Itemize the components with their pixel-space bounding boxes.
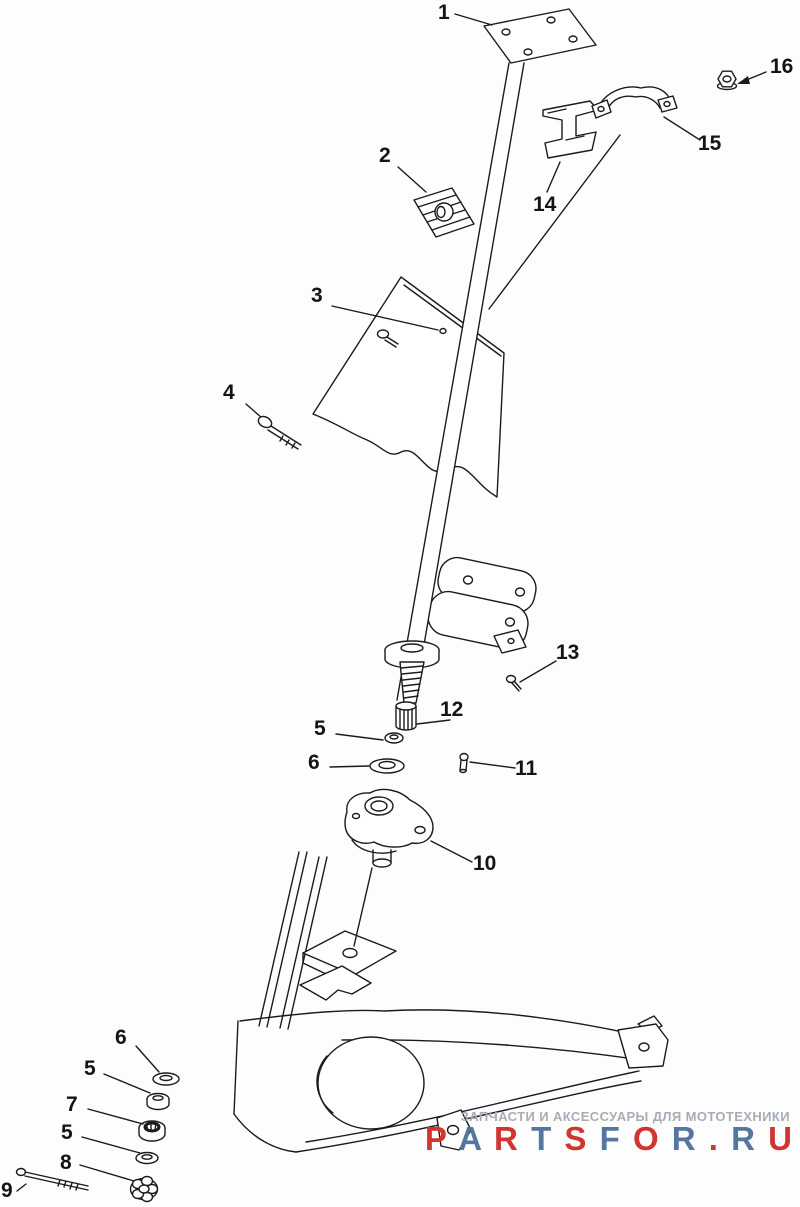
callout-6a: 6 xyxy=(308,751,320,774)
brand-letter: O xyxy=(632,1120,661,1157)
callout-16: 16 xyxy=(770,55,794,78)
steering-shaft xyxy=(396,62,525,704)
washer-6-upper xyxy=(369,758,405,774)
bolt-9 xyxy=(15,1167,89,1191)
bushing-block xyxy=(413,187,475,238)
callout-11: 11 xyxy=(515,757,538,780)
splined-shaft-tip xyxy=(395,701,417,731)
frame-upright-tubes xyxy=(258,851,328,1030)
top-mounting-plate xyxy=(483,8,597,64)
leader-lines xyxy=(16,13,767,1192)
bolt-4 xyxy=(257,415,302,450)
washer-6-lower xyxy=(152,1072,180,1086)
frame-rear-bracket xyxy=(617,1015,669,1069)
watermark-brand: P A R T S F O R . R U xyxy=(425,1120,794,1158)
brand-letter: R xyxy=(671,1120,698,1157)
washer-5-lower-2 xyxy=(135,1151,159,1165)
callout-7: 7 xyxy=(66,1093,78,1116)
brand-letter: U xyxy=(768,1120,794,1157)
clamp-half-block xyxy=(542,100,599,159)
callout-3: 3 xyxy=(311,284,323,307)
brand-letter: S xyxy=(564,1120,589,1157)
callout-9: 9 xyxy=(1,1179,13,1202)
frame-main xyxy=(233,1009,655,1153)
brand-letter: F xyxy=(599,1120,622,1157)
brand-letter: P xyxy=(424,1120,449,1157)
brand-letter: . xyxy=(708,1120,720,1157)
bearing-7 xyxy=(138,1120,166,1142)
callout-10: 10 xyxy=(473,852,497,875)
callout-13: 13 xyxy=(556,641,580,664)
callout-6b: 6 xyxy=(115,1026,127,1049)
callout-5a: 5 xyxy=(314,717,326,740)
threaded-shaft-section xyxy=(399,661,425,704)
screw-13 xyxy=(505,674,522,692)
frame-steering-mount-plate xyxy=(299,930,397,1001)
bolt-3 xyxy=(376,329,399,348)
frame-lower-tab xyxy=(436,1109,472,1151)
callout-2: 2 xyxy=(379,144,391,167)
watermark-tagline: ЗАПЧАСТИ И АКСЕССУАРЫ ДЛЯ МОТОТЕХНИКИ xyxy=(460,1109,790,1124)
callout-5c: 5 xyxy=(61,1121,73,1144)
nut-16 xyxy=(716,70,738,91)
callout-4: 4 xyxy=(223,381,235,404)
brand-letter: A xyxy=(458,1120,483,1157)
callout-8: 8 xyxy=(60,1151,72,1174)
pitman-arm xyxy=(344,788,434,868)
callout-15: 15 xyxy=(698,132,722,155)
bolt-11 xyxy=(459,752,469,774)
clamp-strap xyxy=(591,86,678,119)
shaft-bushing-washer xyxy=(384,640,440,669)
brand-letter: R xyxy=(494,1120,520,1157)
callout-14: 14 xyxy=(533,193,557,216)
callout-12: 12 xyxy=(440,698,464,721)
castle-nut-8 xyxy=(129,1175,159,1203)
brand-letter: R xyxy=(731,1120,757,1157)
washer-5-upper xyxy=(384,732,404,744)
mount-bracket-lower xyxy=(427,590,529,654)
callout-1: 1 xyxy=(438,1,450,24)
washer-5-lower-1 xyxy=(146,1092,170,1111)
brand-letter: T xyxy=(531,1120,554,1157)
callout-5b: 5 xyxy=(84,1057,96,1080)
